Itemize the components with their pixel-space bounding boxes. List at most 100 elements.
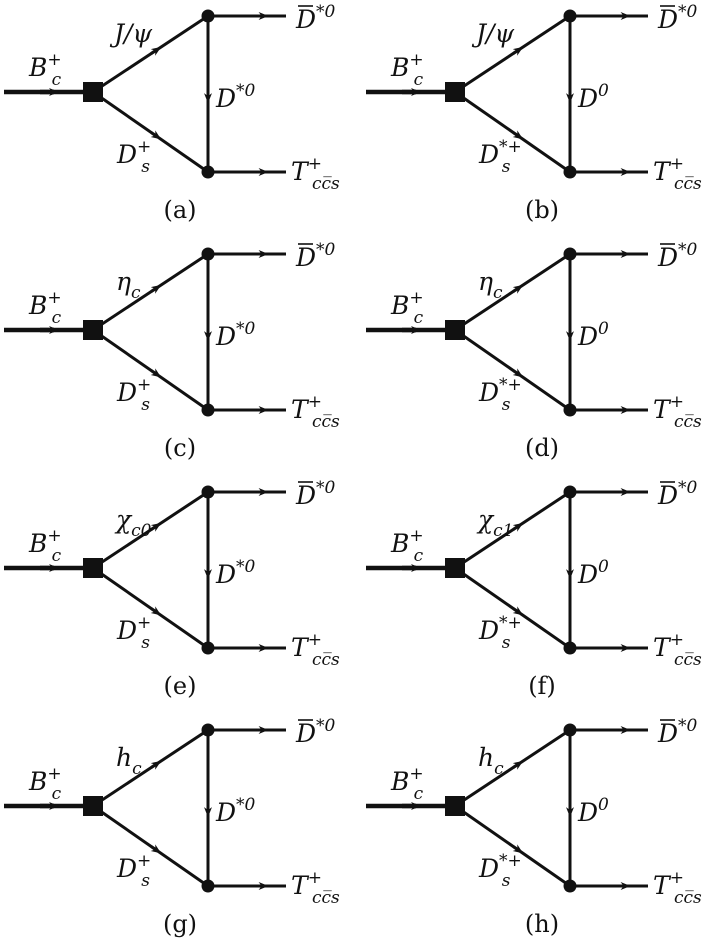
diagram-caption: (c) — [164, 434, 196, 462]
vertical-label: D0 — [577, 795, 609, 827]
upper-label-sub: c — [493, 283, 503, 303]
vertex-top-dot — [563, 247, 577, 261]
svg-text:D*0: D*0 — [657, 478, 698, 510]
vertex-top-dot — [563, 9, 577, 23]
incoming-label-sub: c — [414, 784, 424, 804]
out-bottom-label-sub: cc̅s — [312, 650, 340, 670]
vertex-bottom-dot — [563, 403, 577, 417]
out-top-label-base: D — [657, 5, 678, 34]
upper-label: hc — [116, 743, 142, 779]
svg-text:D*+s: D*+s — [478, 375, 522, 415]
vertical-label-base: D — [577, 84, 598, 113]
vertex-bottom-dot — [201, 403, 215, 417]
weak-vertex-square — [83, 320, 103, 340]
lower-label-base: D — [478, 616, 499, 645]
vertical-label-base: D — [577, 798, 598, 827]
out-top-label-sup: *0 — [316, 2, 336, 22]
lower-arrow — [512, 368, 524, 378]
svg-text:D*+s: D*+s — [478, 137, 522, 177]
vertical-label: D*0 — [215, 795, 256, 827]
vertex-bottom-dot — [563, 165, 577, 179]
vertical-label-sup: 0 — [598, 81, 609, 101]
out-bottom-label-base: T — [291, 871, 310, 900]
svg-text:J/ψ: J/ψ — [471, 19, 514, 48]
out-top-label-base: D — [657, 719, 678, 748]
out-bottom-label: T+cc̅s — [653, 868, 702, 908]
incoming-label: B+c — [28, 288, 62, 328]
incoming-label-sup: + — [409, 526, 423, 546]
vertical-label-base: D — [215, 560, 236, 589]
out-bottom-label-sup: + — [670, 154, 684, 174]
upper-line — [92, 14, 209, 94]
vertex-top-dot — [201, 9, 215, 23]
lower-label-sub: s — [502, 395, 511, 415]
out-top-label-base: D — [295, 719, 316, 748]
lower-label-base: D — [478, 140, 499, 169]
svg-text:D*0: D*0 — [215, 319, 256, 351]
incoming-label-base: B — [28, 291, 47, 320]
diagram-caption: (f) — [528, 672, 556, 700]
vertex-bottom-dot — [563, 641, 577, 655]
diagram-caption: (e) — [164, 672, 197, 700]
lower-label-sub: s — [141, 395, 150, 415]
svg-text:ηc: ηc — [478, 267, 503, 303]
lower-line — [92, 90, 209, 174]
incoming-label-sub: c — [414, 308, 424, 328]
lower-label: D+s — [116, 613, 151, 653]
svg-text:J/ψ: J/ψ — [109, 19, 152, 48]
out-bottom-label: T+cc̅s — [653, 154, 702, 194]
incoming-label-sup: + — [409, 288, 423, 308]
weak-vertex-square — [445, 82, 465, 102]
upper-line — [92, 490, 209, 570]
upper-label-text: J/ψ — [471, 19, 514, 48]
out-bottom-label-sub: cc̅s — [674, 888, 702, 908]
diagram-caption: (g) — [163, 910, 197, 938]
lower-label-sub: s — [141, 157, 150, 177]
svg-text:B+c: B+c — [390, 50, 424, 90]
out-top-label-sup: *0 — [678, 2, 698, 22]
lower-label-sup: *+ — [499, 613, 522, 633]
lower-label-sub: s — [502, 871, 511, 891]
out-bottom-label-base: T — [653, 157, 672, 186]
upper-arrow — [150, 760, 162, 770]
upper-arrow — [150, 46, 162, 56]
upper-label-text: J/ψ — [109, 19, 152, 48]
out-bottom-label-sup: + — [308, 154, 322, 174]
out-bottom-label-base: T — [653, 633, 672, 662]
vertical-label: D*0 — [215, 81, 256, 113]
svg-text:D+s: D+s — [116, 375, 151, 415]
vertex-bottom-dot — [563, 879, 577, 893]
upper-arrow — [150, 284, 162, 294]
out-bottom-label-sup: + — [308, 868, 322, 888]
out-top-label-sup: *0 — [316, 716, 336, 736]
lower-line — [454, 566, 571, 650]
lower-arrow — [150, 606, 162, 616]
out-top-label-sup: *0 — [678, 478, 698, 498]
lower-line — [454, 90, 571, 174]
upper-line — [454, 14, 571, 94]
svg-text:D+s: D+s — [116, 613, 151, 653]
vertical-label-sup: *0 — [236, 795, 256, 815]
diagram-caption: (a) — [163, 196, 196, 224]
upper-label-sub: c — [131, 283, 141, 303]
lower-label-sup: + — [137, 851, 151, 871]
diagram-caption: (h) — [525, 910, 559, 938]
vertical-label-sup: *0 — [236, 557, 256, 577]
lower-line — [454, 804, 571, 888]
svg-text:D*+s: D*+s — [478, 851, 522, 891]
upper-arrow — [150, 522, 162, 532]
incoming-label-sub: c — [52, 70, 62, 90]
lower-label-base: D — [116, 140, 137, 169]
svg-text:ηc: ηc — [116, 267, 141, 303]
lower-label-base: D — [478, 378, 499, 407]
vertical-label: D*0 — [215, 319, 256, 351]
upper-label-sub: c1 — [493, 521, 513, 541]
vertex-bottom-dot — [201, 641, 215, 655]
out-bottom-label-sup: + — [670, 392, 684, 412]
out-bottom-label-sub: cc̅s — [312, 412, 340, 432]
upper-arrow — [512, 284, 524, 294]
